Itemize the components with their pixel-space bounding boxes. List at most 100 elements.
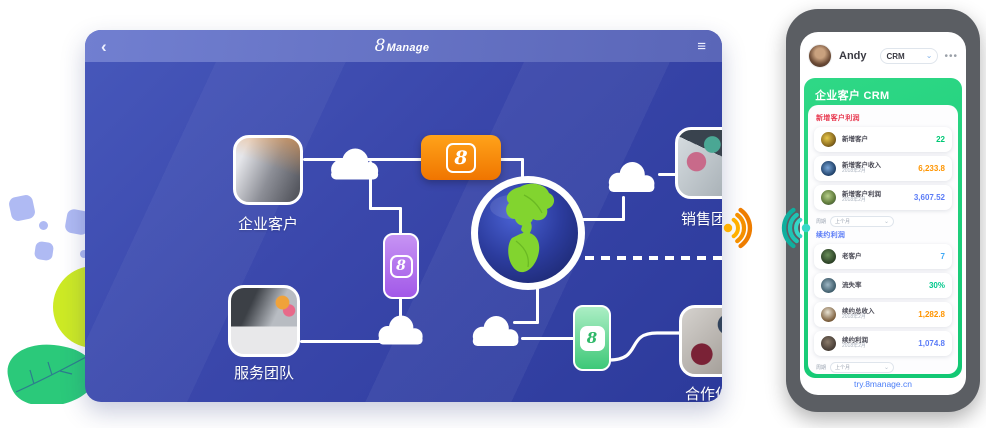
- metric-label: 新增客户: [842, 135, 868, 143]
- connector-line: [369, 161, 372, 210]
- metric-value: 7: [940, 252, 945, 261]
- connector-line: [499, 158, 524, 161]
- metric-row[interactable]: 新增客户收入 2018年2月 6,233.8: [814, 156, 952, 181]
- metrics-panel: 新增客户利润 新增客户 22 新增客户收入 2018年2月 6,233.8: [808, 105, 958, 374]
- connector-line: [399, 207, 402, 235]
- connector-line: [658, 173, 678, 176]
- period-filter: 周期 上个月 ⌄: [816, 216, 952, 227]
- node-label: 企业客户: [237, 216, 298, 233]
- metric-row[interactable]: 老客户 7: [814, 244, 952, 269]
- section-title-new-customer-profit: 新增客户利润: [816, 115, 860, 122]
- connector-line: [399, 298, 402, 322]
- phone-app-header: Andy CRM ⌄ •••: [800, 40, 966, 72]
- tablet-mockup: ‹ 8 Manage ≡: [85, 30, 722, 402]
- metric-label: 新增客户收入: [842, 161, 881, 169]
- module-dropdown-value: CRM: [886, 51, 905, 61]
- connector-line: [521, 337, 575, 340]
- metric-sublabel: 2018年2月: [842, 168, 866, 175]
- chevron-down-icon: ⌄: [925, 51, 933, 60]
- photo-service-team: [228, 285, 300, 357]
- 8-badge: 8: [389, 254, 413, 278]
- period-select-value: 上个月: [835, 219, 851, 225]
- metric-label: 续约总收入: [842, 307, 875, 315]
- metric-value: 3,607.52: [913, 193, 945, 202]
- metric-value: 1,282.8: [918, 310, 945, 319]
- metric-row[interactable]: 续约总收入 2018年2月 1,282.8: [814, 302, 952, 327]
- metric-label: 老客户: [842, 252, 862, 260]
- connector-line: [300, 340, 385, 343]
- metric-thumbnail: [821, 336, 836, 351]
- deco-dot: [39, 221, 48, 230]
- deco-dot: [80, 250, 88, 258]
- logo-8-glyph: 8: [374, 36, 386, 56]
- cloud-icon: [331, 148, 379, 180]
- metric-thumbnail: [821, 307, 836, 322]
- phone-mockup: Andy CRM ⌄ ••• 企业客户 CRM 新增客户利润 新增客户 22: [786, 9, 980, 412]
- crm-card-title: 企业客户 CRM: [815, 90, 890, 102]
- metric-row[interactable]: 新增客户 22: [814, 127, 952, 152]
- metric-sublabel: 2018年2月: [842, 343, 866, 350]
- connector-line: [582, 218, 625, 221]
- metric-value: 22: [936, 135, 945, 144]
- period-select-value: 上个月: [835, 365, 851, 371]
- 8manage-app-icon-orange: 8: [421, 135, 501, 180]
- deco-square: [7, 193, 37, 223]
- filter-label: 周期: [816, 219, 827, 225]
- metric-label: 流失率: [842, 281, 862, 289]
- connector-line: [369, 207, 402, 210]
- metric-row[interactable]: 续约利润 2018年2月 1,074.8: [814, 331, 952, 356]
- photo-partners: [679, 305, 722, 377]
- period-select[interactable]: 上个月 ⌄: [830, 362, 895, 373]
- connector-line: [536, 288, 539, 324]
- site-link[interactable]: try.8manage.cn: [854, 379, 912, 389]
- metric-value: 30%: [928, 281, 945, 290]
- section-title-renewal-profit: 续约利润: [816, 232, 846, 239]
- photo-enterprise-customer: [233, 135, 303, 205]
- crm-card: 企业客户 CRM 新增客户利润 新增客户 22 新增客户收入 2018年2月: [804, 78, 962, 378]
- metric-sublabel: 2018年2月: [842, 197, 866, 204]
- 8-badge: 8: [446, 142, 476, 173]
- hamburger-menu-icon[interactable]: ≡: [697, 37, 706, 55]
- more-menu-icon[interactable]: •••: [944, 50, 958, 62]
- logo-word: Manage: [386, 42, 430, 54]
- metric-value: 6,233.8: [918, 164, 945, 173]
- chevron-down-icon: ⌄: [883, 219, 890, 225]
- cloud-icon: [608, 162, 655, 192]
- cloud-icon: [378, 315, 423, 345]
- back-icon[interactable]: ‹: [101, 36, 107, 56]
- metric-value: 1,074.8: [918, 339, 945, 348]
- node-label: 服务团队: [233, 365, 294, 382]
- leaf-decoration: [7, 344, 96, 404]
- metric-thumbnail: [821, 190, 836, 205]
- filter-label: 周期: [816, 365, 827, 371]
- user-name: Andy: [839, 50, 867, 62]
- connector-s-curve: [607, 331, 684, 362]
- cloud-icon: [472, 316, 519, 346]
- phone-screen: Andy CRM ⌄ ••• 企业客户 CRM 新增客户利润 新增客户 22: [800, 32, 966, 395]
- metric-row[interactable]: 新增客户利润 2018年2月 3,607.52: [814, 185, 952, 210]
- connector-line: [521, 158, 524, 184]
- photo-sales-team: [675, 127, 722, 199]
- metric-thumbnail: [821, 278, 836, 293]
- globe-icon: [471, 176, 585, 290]
- signal-waves-orange-icon: [723, 207, 753, 249]
- connector-line: [513, 321, 539, 324]
- user-avatar[interactable]: [808, 44, 832, 68]
- metric-sublabel: 2018年2月: [842, 314, 866, 321]
- metric-label: 新增客户利润: [842, 190, 881, 198]
- 8manage-app-icon-purple: 8: [383, 233, 419, 299]
- metric-row[interactable]: 流失率 30%: [814, 273, 952, 298]
- period-select[interactable]: 上个月 ⌄: [830, 216, 895, 227]
- deco-square: [33, 240, 55, 262]
- connector-line: [622, 196, 625, 221]
- metric-thumbnail: [821, 161, 836, 176]
- metric-label: 续约利润: [842, 336, 868, 344]
- node-label: 销售团队: [680, 211, 722, 228]
- dashed-sync-line: [585, 256, 722, 260]
- signal-waves-teal-icon: [781, 207, 811, 249]
- module-dropdown[interactable]: CRM ⌄: [880, 48, 939, 64]
- tablet-header: ‹ 8 Manage ≡: [85, 30, 722, 62]
- 8manage-app-icon-green: 8: [573, 305, 611, 371]
- metric-thumbnail: [821, 132, 836, 147]
